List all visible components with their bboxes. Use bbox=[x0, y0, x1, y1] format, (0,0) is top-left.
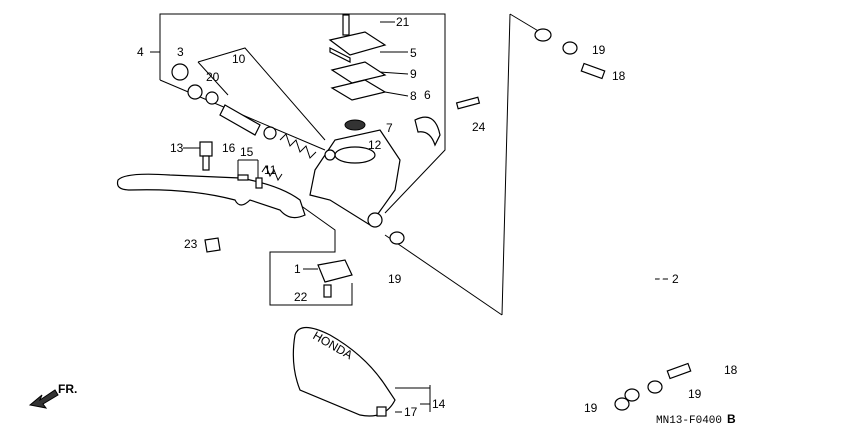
callout-19: 19 bbox=[584, 401, 598, 415]
reservoir-cap-parts bbox=[328, 14, 387, 131]
callout-24: 24 bbox=[472, 120, 486, 134]
callout-4: 4 bbox=[137, 45, 144, 59]
front-direction-arrow-icon: FR. bbox=[28, 382, 77, 409]
callout-5: 5 bbox=[410, 46, 417, 60]
callout-9: 9 bbox=[410, 67, 417, 81]
callout-labels: 21 5 9 8 4 3 20 10 6 7 24 12 13 16 15 11… bbox=[137, 15, 738, 419]
front-direction-label: FR. bbox=[58, 382, 77, 396]
callout-19: 19 bbox=[592, 43, 606, 57]
diagram-code: MN13-F0400 bbox=[656, 415, 722, 427]
sealing-washers bbox=[389, 41, 692, 411]
callout-19: 19 bbox=[688, 387, 702, 401]
diagram-revision: B bbox=[727, 412, 736, 426]
callout-11: 11 bbox=[264, 163, 277, 177]
callout-18: 18 bbox=[724, 363, 738, 377]
brake-lever bbox=[116, 141, 306, 253]
callout-16: 16 bbox=[222, 141, 236, 155]
callout-21: 21 bbox=[396, 15, 410, 29]
callout-15: 15 bbox=[240, 145, 254, 159]
lever-cover: HONDA bbox=[292, 326, 396, 417]
callout-8: 8 bbox=[410, 89, 417, 103]
callout-12: 12 bbox=[368, 138, 382, 152]
callout-10: 10 bbox=[232, 52, 246, 66]
holder-clamp bbox=[414, 96, 481, 147]
callout-14: 14 bbox=[432, 397, 446, 411]
callout-23: 23 bbox=[184, 237, 198, 251]
piston-kit bbox=[171, 63, 317, 182]
callout-2: 2 bbox=[672, 272, 679, 286]
master-cylinder bbox=[309, 129, 401, 228]
brake-hose bbox=[534, 28, 694, 402]
callout-6: 6 bbox=[424, 88, 431, 102]
callout-18: 18 bbox=[612, 69, 626, 83]
callout-1: 1 bbox=[294, 262, 301, 276]
callout-20: 20 bbox=[206, 70, 220, 84]
brake-switch bbox=[317, 259, 353, 298]
callout-13: 13 bbox=[170, 141, 184, 155]
callout-7: 7 bbox=[386, 121, 393, 135]
callout-17: 17 bbox=[404, 405, 418, 419]
callout-22: 22 bbox=[294, 290, 308, 304]
callout-3: 3 bbox=[177, 45, 184, 59]
callout-19: 19 bbox=[388, 272, 402, 286]
